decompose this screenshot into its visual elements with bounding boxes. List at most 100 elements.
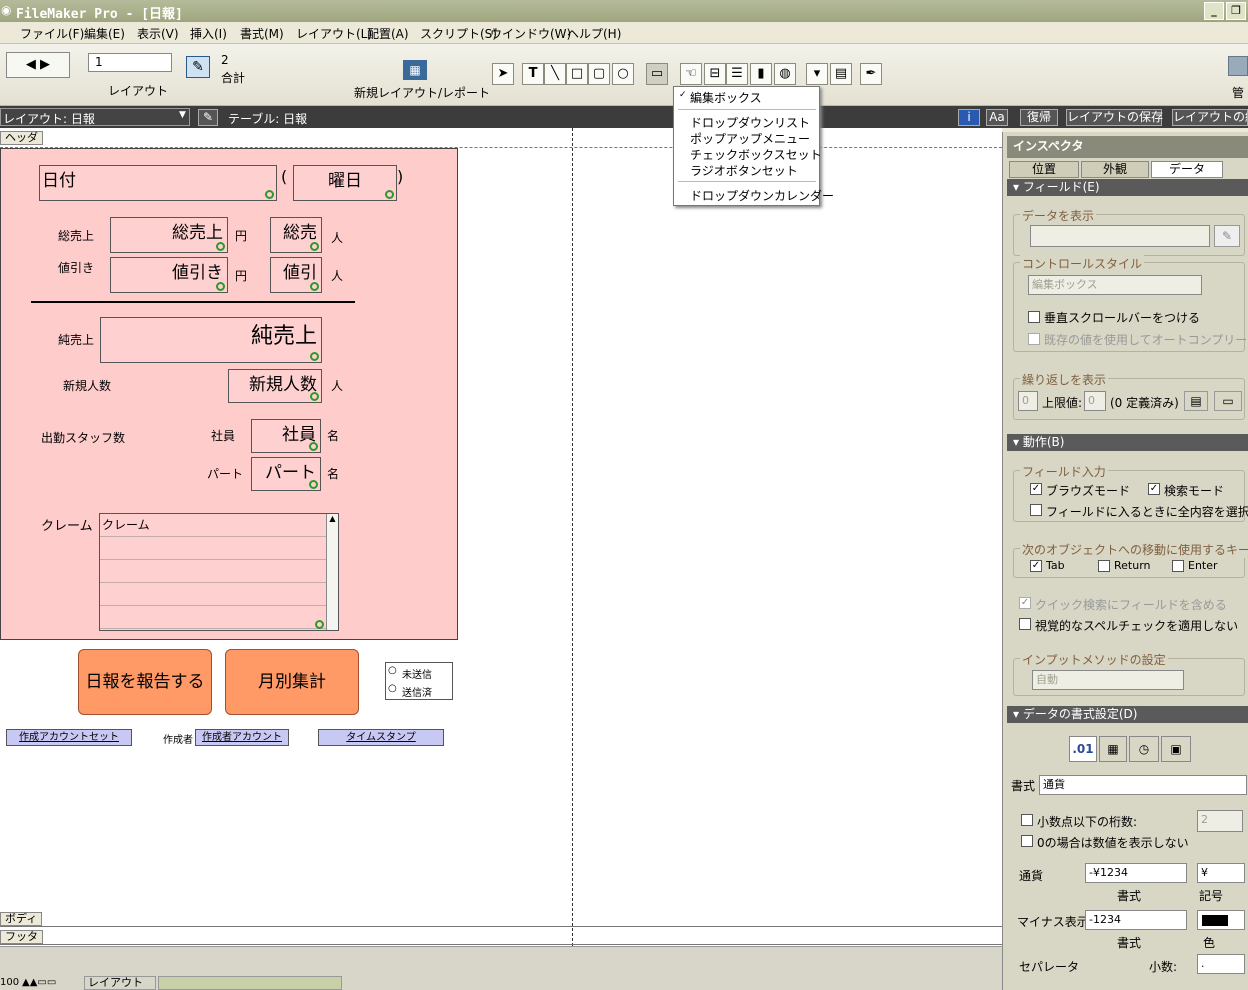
vertical-repeat-icon[interactable]: ▤: [1184, 391, 1208, 411]
part-label-header[interactable]: ヘッダ: [0, 131, 43, 145]
autocomplete-checkbox[interactable]: [1028, 333, 1040, 345]
claim-field[interactable]: クレーム ▲: [99, 513, 339, 631]
sales-count-field[interactable]: 総売: [270, 217, 322, 253]
discount-field[interactable]: 値引き: [110, 257, 228, 293]
part-label-footer[interactable]: フッタ: [0, 930, 43, 944]
find-mode-checkbox[interactable]: ✓: [1148, 483, 1160, 495]
repeat-from-input[interactable]: 0: [1018, 391, 1038, 411]
zoom-level[interactable]: 100: [0, 977, 20, 988]
menu-view[interactable]: 表示(V): [137, 27, 179, 41]
select-all-checkbox[interactable]: [1030, 504, 1042, 516]
part-label-body[interactable]: ボディ: [0, 912, 43, 926]
spellcheck-checkbox[interactable]: [1019, 618, 1031, 630]
decimals-checkbox[interactable]: [1021, 814, 1033, 826]
display-data-input[interactable]: [1030, 225, 1210, 247]
record-number-input[interactable]: 1: [88, 53, 172, 72]
menu-scripts[interactable]: スクリプト(S): [420, 27, 497, 41]
exit-layout-button[interactable]: レイアウトの終: [1172, 109, 1248, 126]
return-key-checkbox[interactable]: [1098, 560, 1110, 572]
weekday-field[interactable]: 曜日: [293, 165, 397, 201]
negative-format-select[interactable]: -1234: [1085, 910, 1187, 930]
part-time-field[interactable]: パート: [251, 457, 321, 491]
save-layout-button[interactable]: レイアウトの保存: [1066, 109, 1164, 126]
rounded-rect-tool-icon[interactable]: ▢: [588, 63, 610, 85]
dd-checkbox-set[interactable]: チェックボックスセット: [690, 148, 822, 162]
new-customers-field[interactable]: 新規人数: [228, 369, 322, 403]
dd-dropdown-calendar[interactable]: ドロップダウンカレンダー: [690, 189, 835, 203]
control-style-select[interactable]: 編集ボックス: [1028, 275, 1202, 295]
layout-selector[interactable]: レイアウト: 日報 ▼: [0, 108, 190, 126]
inspector-title[interactable]: インスペクタ: [1007, 136, 1248, 158]
new-layout-label[interactable]: 新規レイアウト/レポート: [354, 86, 491, 100]
scrollbar[interactable]: ▲: [326, 514, 338, 630]
monthly-summary-button[interactable]: 月別集計: [225, 649, 359, 715]
portal-tool-icon[interactable]: ☰: [726, 63, 748, 85]
currency-symbol-input[interactable]: ¥: [1197, 863, 1245, 883]
horizontal-repeat-icon[interactable]: ▭: [1214, 391, 1242, 411]
field-control-icon[interactable]: ▤: [830, 63, 852, 85]
number-format-icon[interactable]: .01: [1069, 736, 1097, 762]
sales-field[interactable]: 総売上: [110, 217, 228, 253]
layout-canvas[interactable]: ヘッダ 日付 ( 曜日 ) 総売上 総売上 円 総売 人 値引き 値引き 円 値…: [0, 128, 1002, 946]
minimize-button[interactable]: _: [1204, 2, 1224, 20]
menu-edit[interactable]: 編集(E): [84, 27, 125, 41]
vscroll-checkbox[interactable]: [1028, 311, 1040, 323]
tab-control-icon[interactable]: ⊟: [704, 63, 726, 85]
manage-icon[interactable]: [1228, 56, 1248, 76]
employee-field[interactable]: 社員: [251, 419, 321, 453]
menu-window[interactable]: ウインドウ(W): [490, 27, 572, 41]
menu-insert[interactable]: 挿入(I): [190, 27, 227, 41]
edit-layout-icon[interactable]: ✎: [198, 109, 218, 126]
report-daily-button[interactable]: 日報を報告する: [78, 649, 212, 715]
tab-data[interactable]: データ: [1151, 161, 1223, 178]
record-nav-book[interactable]: ◀ ▶: [6, 52, 70, 78]
text-tool-icon[interactable]: T: [522, 63, 544, 85]
discount-count-field[interactable]: 値引: [270, 257, 322, 293]
net-sales-field[interactable]: 純売上: [100, 317, 322, 363]
horizontal-scrollbar[interactable]: [158, 976, 342, 990]
ime-select[interactable]: 自動: [1032, 670, 1184, 690]
manage-label[interactable]: 管: [1232, 86, 1245, 100]
tab-appearance[interactable]: 外観: [1081, 161, 1149, 178]
tab-position[interactable]: 位置: [1009, 161, 1079, 178]
web-viewer-icon[interactable]: ◍: [774, 63, 796, 85]
dd-radio-set[interactable]: ラジオボタンセット: [690, 164, 798, 178]
rectangle-tool-icon[interactable]: □: [566, 63, 588, 85]
browse-mode-checkbox[interactable]: ✓: [1030, 483, 1042, 495]
menu-layouts[interactable]: レイアウト(L): [296, 27, 373, 41]
zoom-icon[interactable]: ▲▲▭▭: [22, 977, 57, 988]
menu-file[interactable]: ファイル(F): [20, 27, 85, 41]
field-tool-icon[interactable]: ▭: [646, 63, 668, 85]
format-select[interactable]: 通貨: [1039, 775, 1247, 795]
creator-account-field[interactable]: 作成アカウントセット: [6, 729, 132, 746]
dd-dropdown-list[interactable]: ドロップダウンリスト: [690, 116, 811, 130]
section-behavior[interactable]: ▾ 動作(B): [1007, 434, 1248, 451]
line-tool-icon[interactable]: ╲: [544, 63, 566, 85]
text-format-icon[interactable]: Aa: [986, 109, 1008, 126]
date-field[interactable]: 日付: [39, 165, 277, 201]
menu-arrange[interactable]: 配置(A): [367, 27, 409, 41]
date-format-icon[interactable]: ▦: [1099, 736, 1127, 762]
section-field[interactable]: ▾ フィールド(E): [1007, 179, 1248, 196]
oval-tool-icon[interactable]: ○: [612, 63, 634, 85]
button-tool-icon[interactable]: ☜: [680, 63, 702, 85]
info-icon[interactable]: i: [958, 109, 980, 126]
menu-format[interactable]: 書式(M): [240, 27, 284, 41]
mode-selector[interactable]: レイアウト: [84, 976, 156, 990]
time-format-icon[interactable]: ◷: [1129, 736, 1159, 762]
field-picker-icon[interactable]: ▾: [806, 63, 828, 85]
restore-button[interactable]: ❐: [1226, 2, 1246, 20]
revert-button[interactable]: 復帰: [1020, 109, 1058, 126]
tab-key-checkbox[interactable]: ✓: [1030, 560, 1042, 572]
menu-help[interactable]: ヘルプ(H): [567, 27, 622, 41]
new-layout-icon[interactable]: ▦: [403, 60, 427, 80]
section-data-format[interactable]: ▾ データの書式設定(D): [1007, 706, 1248, 723]
chart-tool-icon[interactable]: ▮: [750, 63, 772, 85]
pencil-icon[interactable]: ✎: [1214, 225, 1240, 247]
decimals-input[interactable]: 2: [1197, 810, 1243, 832]
creator-field[interactable]: 作成者アカウント: [195, 729, 289, 746]
zero-hide-checkbox[interactable]: [1021, 835, 1033, 847]
repeat-to-input[interactable]: 0: [1084, 391, 1106, 411]
enter-key-checkbox[interactable]: [1172, 560, 1184, 572]
currency-format-select[interactable]: -¥1234: [1085, 863, 1187, 883]
